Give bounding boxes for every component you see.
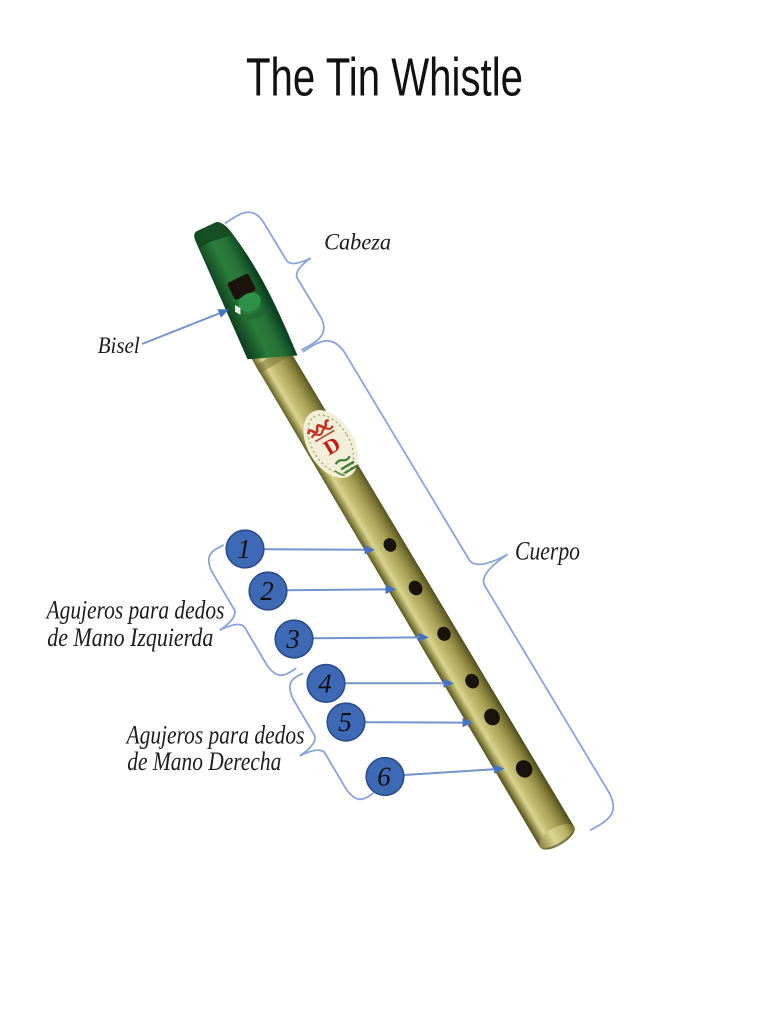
svg-text:5: 5 bbox=[338, 707, 352, 737]
svg-text:de Mano Izquierda: de Mano Izquierda bbox=[47, 623, 213, 652]
svg-text:Bisel: Bisel bbox=[98, 333, 140, 358]
svg-text:Cabeza: Cabeza bbox=[324, 230, 391, 255]
svg-text:Agujeros para dedos: Agujeros para dedos bbox=[125, 721, 305, 750]
svg-text:6: 6 bbox=[377, 762, 391, 792]
svg-text:Cuerpo: Cuerpo bbox=[515, 536, 580, 565]
svg-text:Agujeros para dedos: Agujeros para dedos bbox=[45, 596, 225, 625]
svg-text:1: 1 bbox=[237, 534, 251, 564]
svg-text:3: 3 bbox=[285, 624, 300, 654]
svg-text:The Tin Whistle: The Tin Whistle bbox=[246, 48, 523, 108]
svg-text:de Mano Derecha: de Mano Derecha bbox=[127, 747, 281, 776]
svg-text:4: 4 bbox=[318, 668, 332, 698]
svg-text:2: 2 bbox=[260, 576, 274, 606]
